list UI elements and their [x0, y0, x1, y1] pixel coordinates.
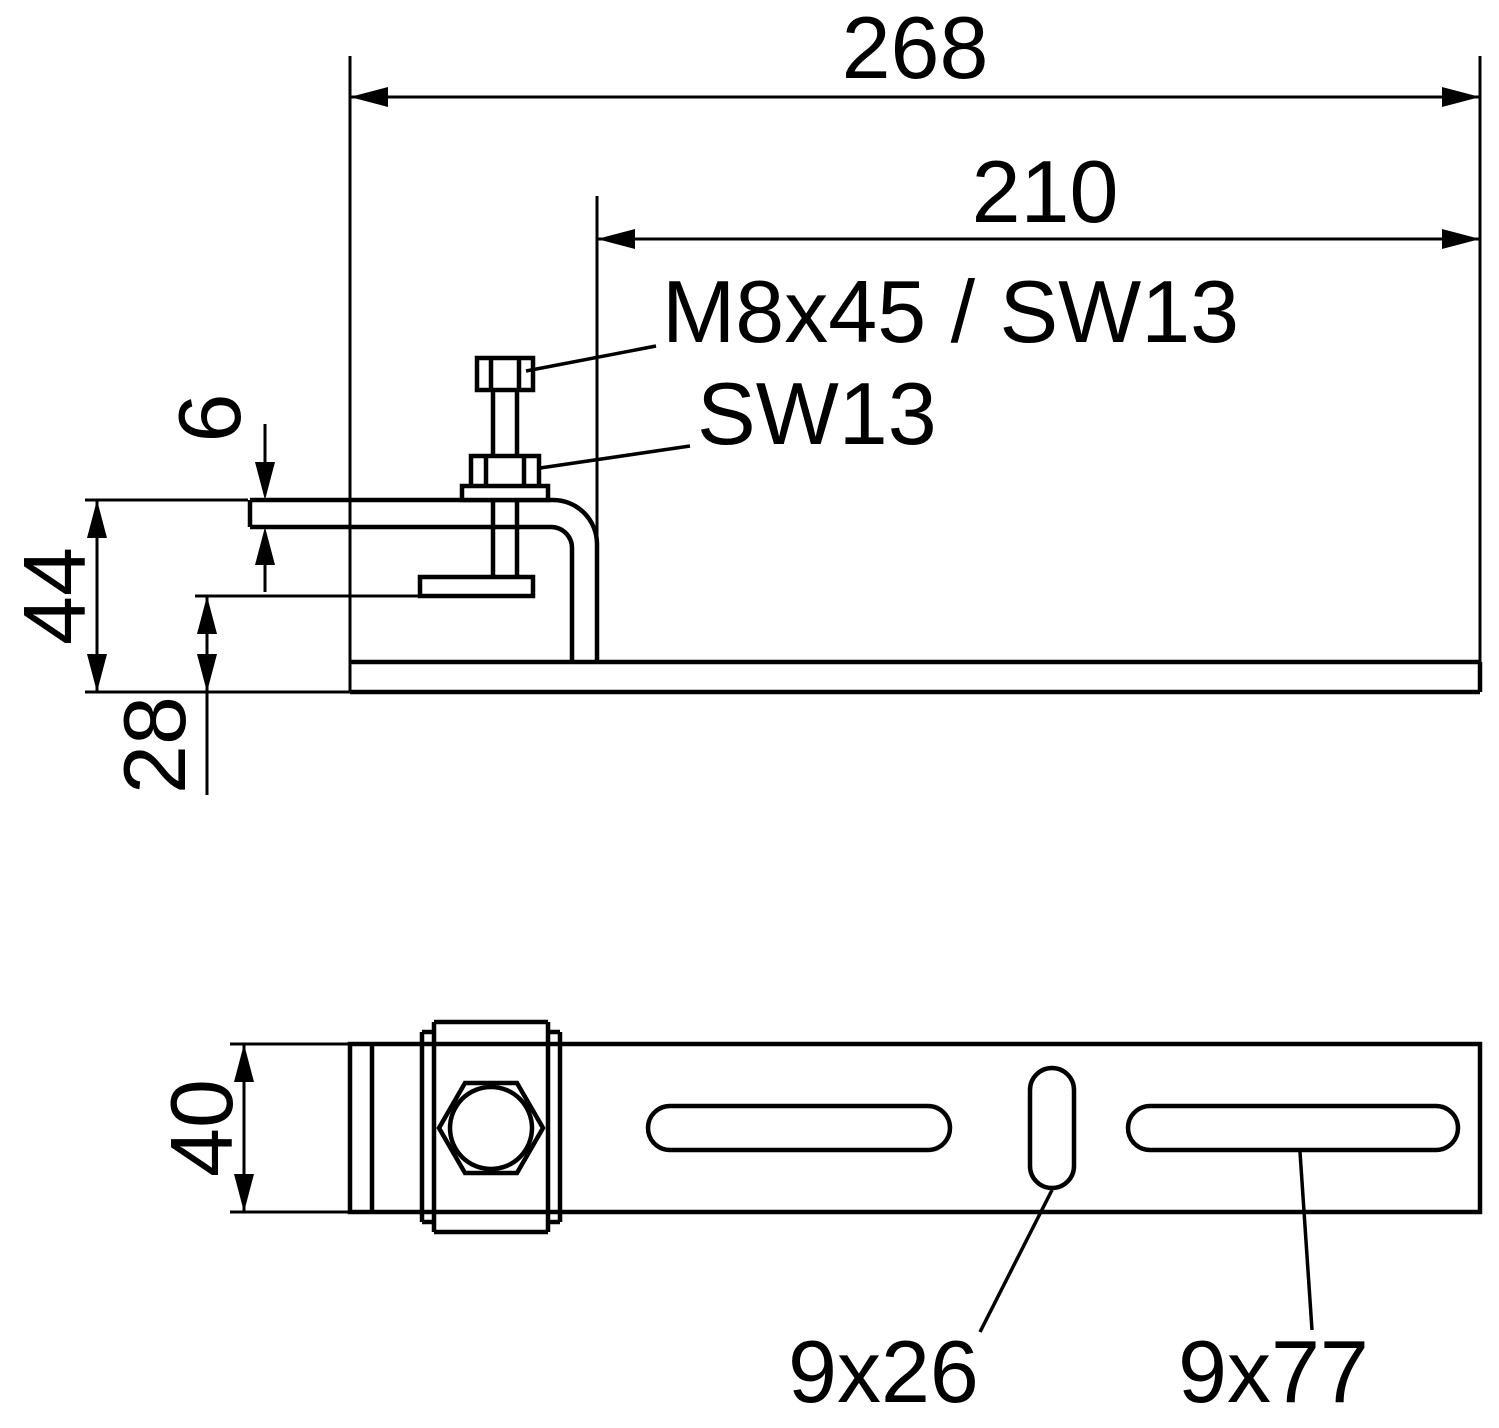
- arrow-right-icon: [1442, 87, 1480, 107]
- side-view: 268 210 6 44: [5, 0, 1483, 795]
- leader-line: [1298, 1151, 1314, 1331]
- slots: [645, 1065, 1461, 1191]
- plan-view: 40 9x26 9x77: [152, 1019, 1483, 1421]
- rail-side: [350, 659, 1483, 695]
- slot-long-left: [645, 1103, 953, 1153]
- bolt-assembly: [417, 355, 551, 599]
- bolt-head: [474, 355, 536, 393]
- dim-clamp-opening-value: 28: [105, 696, 204, 794]
- label-slot-long-text: 9x77: [1178, 1322, 1369, 1421]
- arrow-up-icon: [197, 596, 217, 634]
- dim-overall-length-value: 268: [842, 0, 989, 97]
- leader-line: [539, 444, 691, 470]
- arrow-left-icon: [350, 87, 388, 107]
- arrow-right-icon: [1442, 229, 1480, 249]
- dim-overall-length: 268: [348, 0, 1482, 692]
- slot-long-right: [1125, 1103, 1461, 1153]
- label-nut-text: SW13: [697, 364, 937, 463]
- washer: [459, 483, 551, 503]
- arrow-up-icon: [87, 500, 107, 538]
- bolt-head-circle: [447, 1084, 535, 1172]
- dim-rail-length: 210: [595, 142, 1480, 662]
- hex-nut: [468, 453, 542, 491]
- dim-overall-height-value: 44: [5, 547, 104, 645]
- clamp-plan: [419, 1019, 563, 1235]
- dim-rail-width-value: 40: [152, 1079, 251, 1177]
- leader-line: [525, 344, 657, 373]
- clamp-inner-contour: [250, 524, 575, 662]
- hex-bolt-head-top: [436, 1080, 546, 1176]
- dim-overall-height: 44: [5, 498, 350, 694]
- label-slot-long: 9x77: [1178, 1151, 1369, 1421]
- arrow-up-icon: [234, 1044, 254, 1082]
- label-screw: M8x45 / SW13: [525, 262, 1239, 373]
- arrow-up-icon: [255, 527, 275, 565]
- rail-plan: [347, 1041, 1483, 1215]
- arrow-down-icon: [234, 1174, 254, 1212]
- arrow-down-icon: [255, 462, 275, 500]
- arrow-down-icon: [87, 654, 107, 692]
- dim-rail-length-value: 210: [972, 142, 1119, 241]
- rail-outline: [347, 1041, 1483, 1215]
- label-slot-small-text: 9x26: [788, 1322, 979, 1421]
- dim-plate-thickness-value: 6: [160, 394, 259, 443]
- dim-rail-width: 40: [152, 1042, 348, 1214]
- arrow-down-icon: [197, 654, 217, 692]
- arrow-left-icon: [597, 229, 635, 249]
- dim-clamp-opening: 28: [105, 594, 424, 795]
- label-nut: SW13: [539, 364, 937, 470]
- label-screw-text: M8x45 / SW13: [662, 262, 1239, 361]
- label-slot-small: 9x26: [788, 1189, 1054, 1421]
- leader-line: [978, 1189, 1054, 1333]
- dim-plate-thickness: 6: [160, 394, 275, 592]
- pressure-plate: [417, 574, 536, 599]
- slot-small-vertical: [1027, 1065, 1077, 1191]
